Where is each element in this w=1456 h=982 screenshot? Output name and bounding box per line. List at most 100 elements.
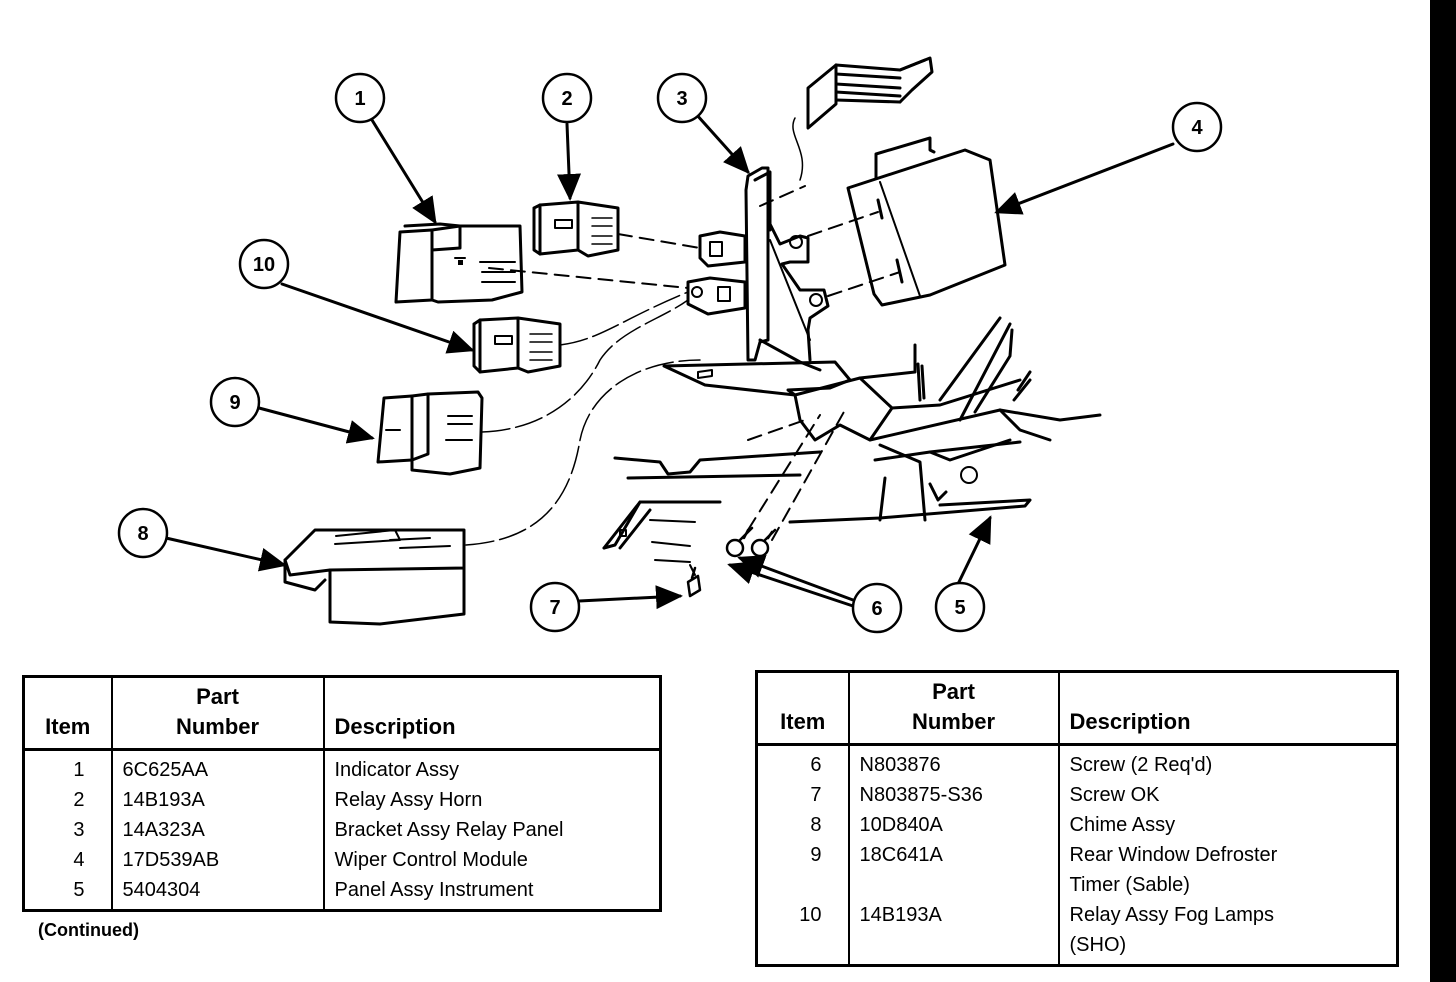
leader-7 bbox=[577, 585, 683, 610]
svg-text:4: 4 bbox=[1191, 117, 1203, 139]
svg-text:5: 5 bbox=[954, 597, 965, 619]
description-line: Screw OK bbox=[1069, 784, 1160, 806]
item-number: 1 bbox=[73, 759, 85, 781]
callout-3: 3 bbox=[656, 72, 708, 124]
part-description: Relay Assy Horn bbox=[322, 785, 661, 815]
svg-text:1: 1 bbox=[354, 88, 365, 110]
svg-text:3: 3 bbox=[676, 88, 687, 110]
callout-5: 5 bbox=[934, 581, 986, 633]
dashed-line-harness bbox=[759, 185, 806, 207]
part-number: 14A323A bbox=[110, 815, 324, 845]
leader-3 bbox=[694, 112, 751, 175]
table-row: 1 6C625AA Indicator Assy bbox=[24, 749, 661, 785]
table-row: 8 10D840A Chime Assy bbox=[757, 810, 1398, 840]
dashed-line-4a bbox=[807, 211, 879, 237]
item-number: 2 bbox=[73, 789, 85, 811]
exploded-diagram: 1 2 3 4 5 6 7 8 9 10 bbox=[117, 56, 1223, 634]
part-number: 5404304 bbox=[110, 875, 324, 911]
continued-note: (Continued) bbox=[38, 920, 139, 940]
item-number: 6 bbox=[810, 754, 822, 776]
part-description: Screw (2 Req'd) bbox=[1057, 744, 1398, 780]
callout-4: 4 bbox=[1171, 101, 1223, 153]
screw-pair-part bbox=[725, 526, 777, 558]
description-line: Relay Assy Fog Lamps bbox=[1069, 904, 1275, 926]
scan-edge-bar bbox=[1430, 0, 1456, 982]
header-description: Description bbox=[322, 676, 661, 751]
description-line: Chime Assy bbox=[1069, 814, 1176, 836]
fog-lamp-relay-part bbox=[472, 316, 562, 374]
callout-9: 9 bbox=[209, 376, 261, 428]
indicator-assy-part bbox=[394, 222, 524, 304]
table-row: 10 14B193A Relay Assy Fog Lamps (SHO) bbox=[757, 900, 1398, 966]
horn-relay-part bbox=[532, 200, 620, 258]
part-description: Screw OK bbox=[1057, 780, 1398, 810]
chime-assy-part bbox=[283, 528, 466, 626]
item-number: 8 bbox=[810, 814, 822, 836]
callout-6: 6 bbox=[851, 582, 903, 634]
svg-text:7: 7 bbox=[549, 597, 560, 619]
part-description: Indicator Assy bbox=[322, 749, 661, 785]
callout-1: 1 bbox=[334, 72, 386, 124]
description-line: Rear Window Defroster bbox=[1069, 844, 1278, 866]
description-line: Panel Assy Instrument bbox=[334, 879, 534, 901]
table-row: 5 5404304 Panel Assy Instrument bbox=[24, 875, 661, 911]
svg-text:10: 10 bbox=[253, 254, 275, 276]
item-number: 9 bbox=[810, 844, 822, 866]
callout-2: 2 bbox=[541, 72, 593, 124]
header-description: Description bbox=[1057, 671, 1398, 746]
leader-6a bbox=[737, 555, 855, 602]
svg-text:6: 6 bbox=[871, 598, 882, 620]
svg-text:9: 9 bbox=[229, 392, 240, 414]
part-description: Relay Assy Fog Lamps (SHO) bbox=[1057, 900, 1398, 966]
leader-4 bbox=[994, 142, 1175, 215]
description-line: Bracket Assy Relay Panel bbox=[334, 819, 564, 841]
header-item: Item bbox=[756, 671, 849, 746]
dashed-line-4b bbox=[827, 271, 901, 297]
part-number: 6C625AA bbox=[110, 749, 324, 785]
description-line: Screw (2 Req'd) bbox=[1069, 754, 1213, 776]
dashed-line-6b bbox=[771, 409, 846, 541]
description-line: Wiper Control Module bbox=[334, 849, 528, 871]
svg-text:8: 8 bbox=[137, 523, 148, 545]
leader-5 bbox=[956, 515, 992, 586]
callout-8: 8 bbox=[117, 507, 169, 559]
table-row: 4 17D539AB Wiper Control Module bbox=[24, 845, 661, 875]
description-line: Indicator Assy bbox=[334, 759, 460, 781]
item-number: 10 bbox=[799, 904, 822, 926]
wiper-control-module-part bbox=[846, 136, 1007, 307]
leader-1 bbox=[370, 118, 437, 225]
dashed-line-6c bbox=[747, 414, 821, 531]
defroster-timer-part bbox=[376, 390, 484, 476]
description-line: Relay Assy Horn bbox=[334, 789, 483, 811]
screw-ok-part bbox=[686, 566, 702, 598]
instrument-panel-part bbox=[602, 316, 1102, 563]
part-number: 18C641A bbox=[847, 840, 1059, 900]
part-description: Panel Assy Instrument bbox=[322, 875, 661, 911]
part-number: N803875-S36 bbox=[847, 780, 1059, 810]
part-number: 10D840A bbox=[847, 810, 1059, 840]
leader-9 bbox=[257, 406, 375, 444]
callout-7: 7 bbox=[529, 581, 581, 633]
description-line: (SHO) bbox=[1069, 934, 1127, 956]
part-number: N803876 bbox=[847, 744, 1059, 780]
item-number: 4 bbox=[73, 849, 85, 871]
svg-text:2: 2 bbox=[561, 88, 572, 110]
item-number: 3 bbox=[73, 819, 85, 841]
part-description: Chime Assy bbox=[1057, 810, 1398, 840]
item-number: 5 bbox=[73, 879, 85, 901]
dashed-line-6a bbox=[747, 419, 806, 441]
wiring-harness-connector bbox=[792, 56, 934, 181]
leader-10 bbox=[280, 282, 475, 354]
part-number: 17D539AB bbox=[110, 845, 324, 875]
part-description: Wiper Control Module bbox=[322, 845, 661, 875]
part-number: 14B193A bbox=[847, 900, 1059, 966]
